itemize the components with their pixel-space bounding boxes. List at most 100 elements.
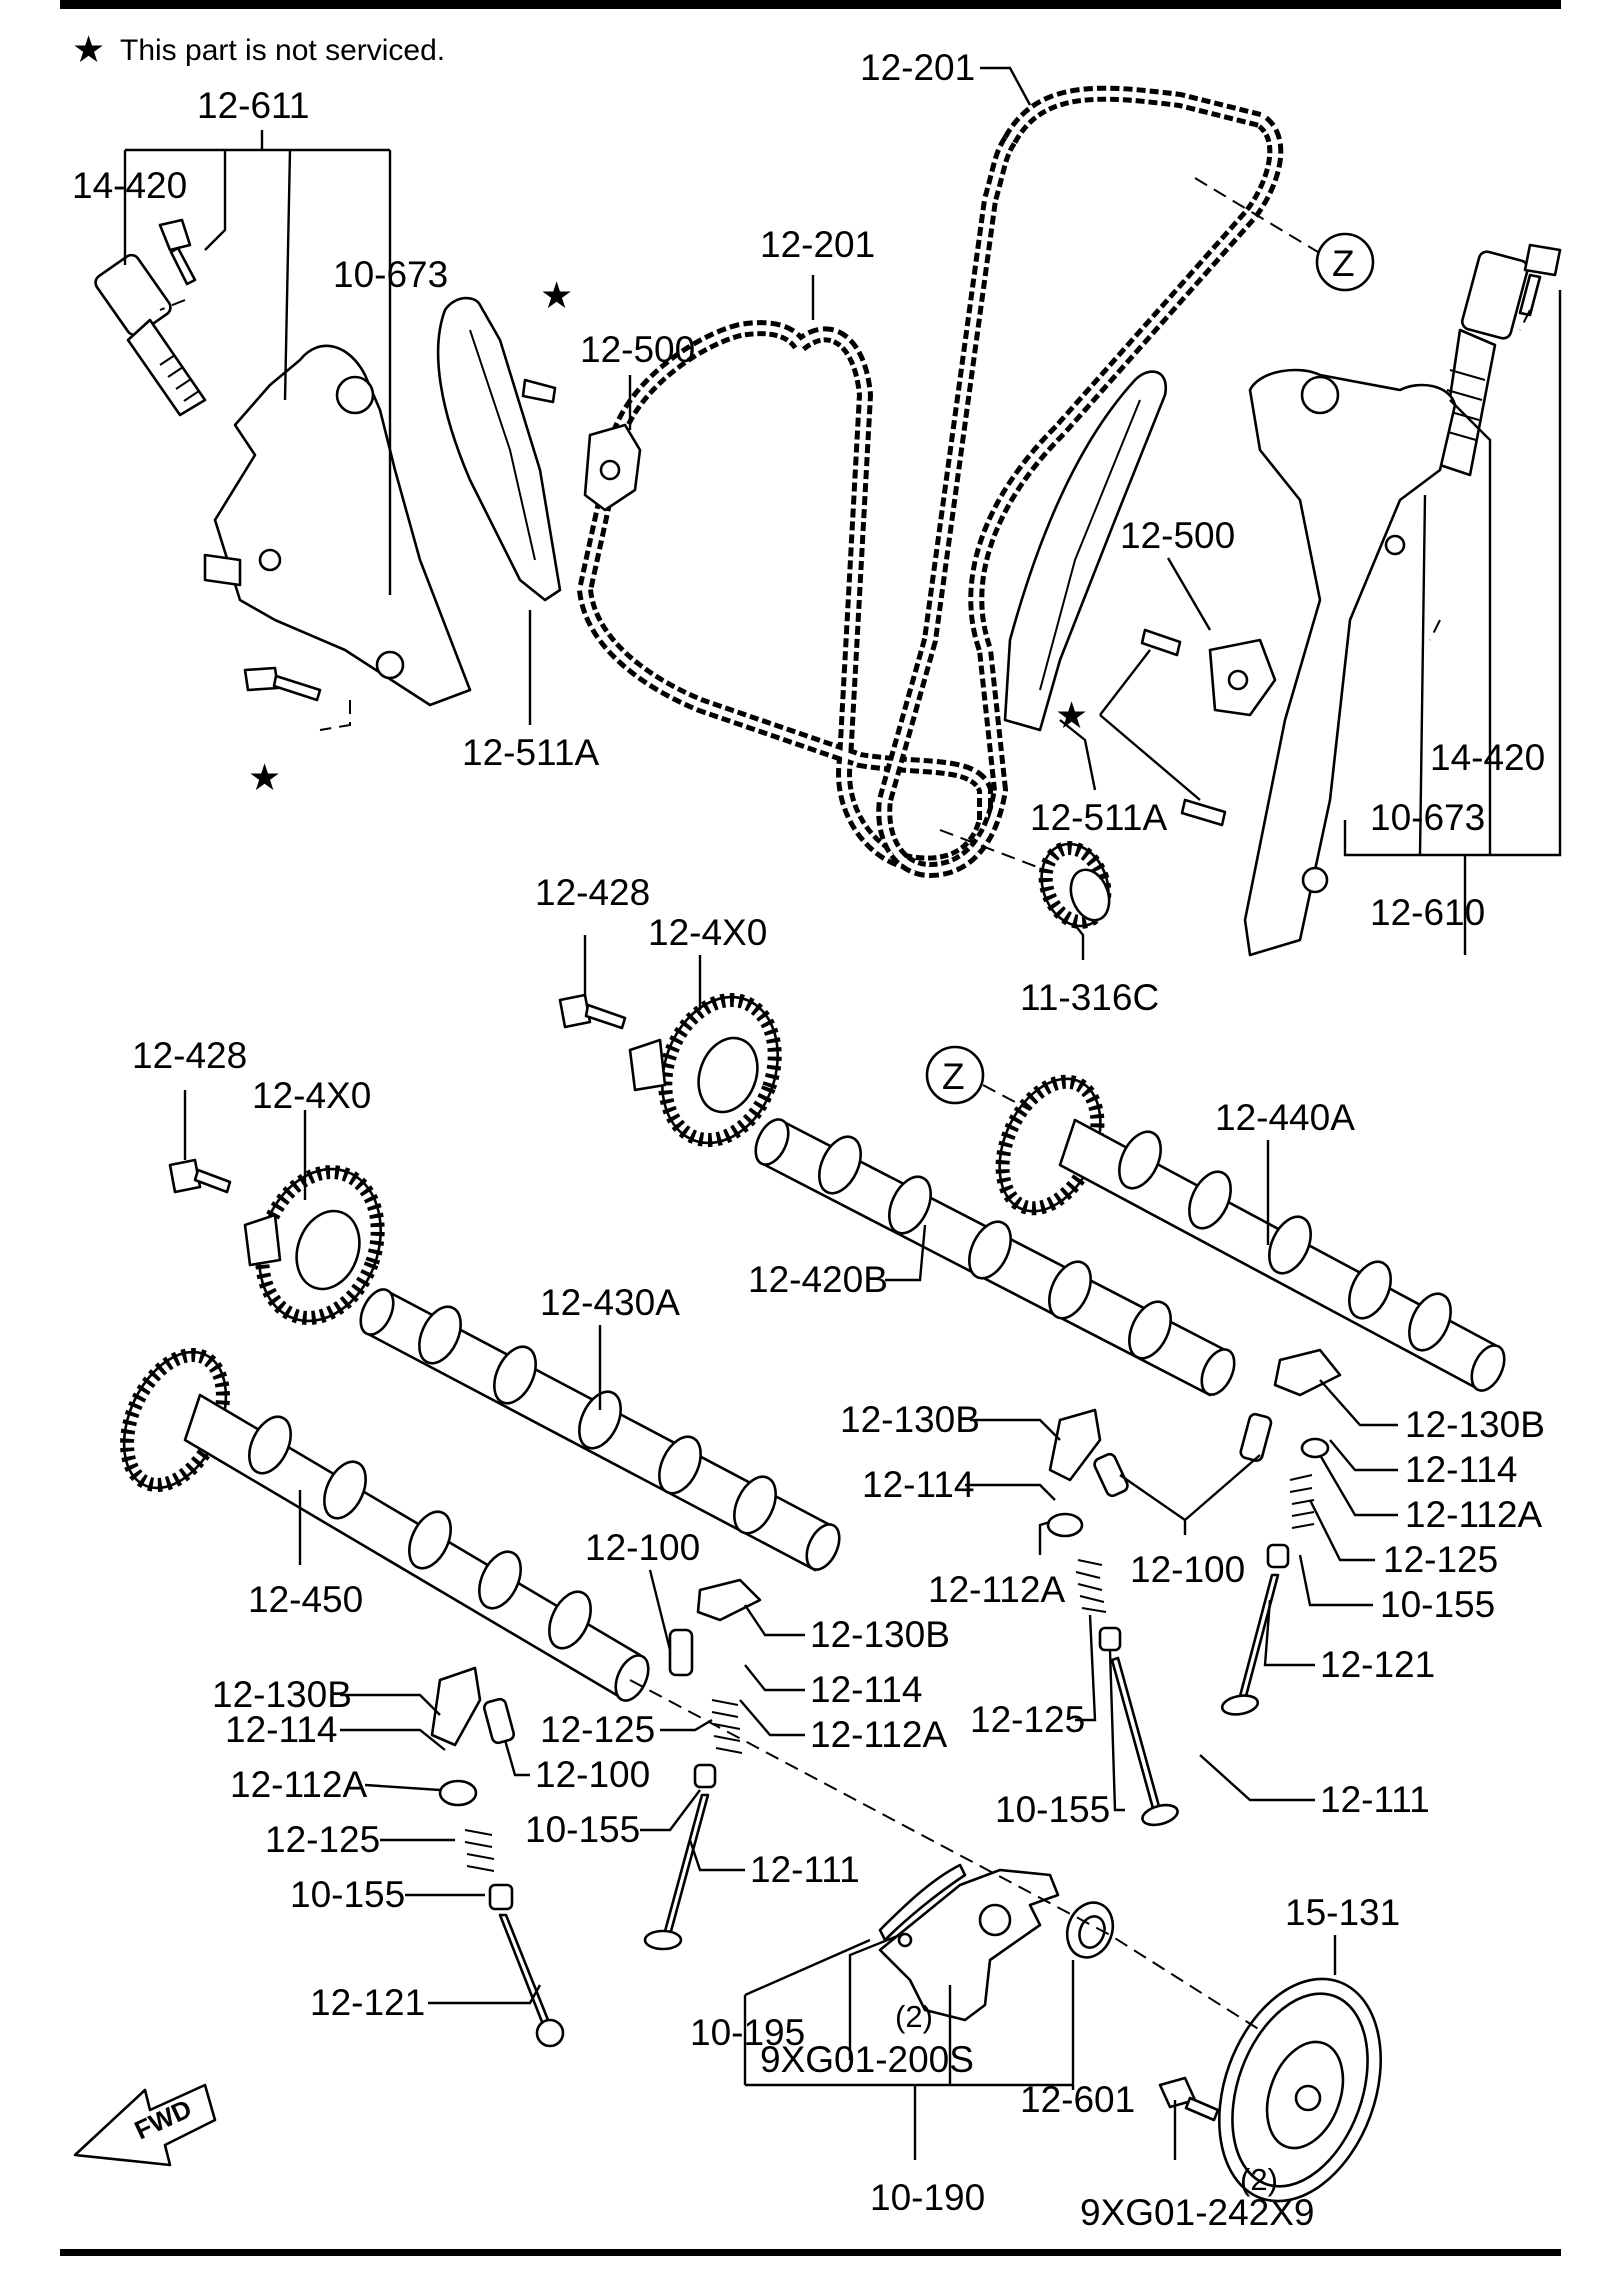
align-line-main	[629, 1679, 1261, 2031]
camshaft-12-430A	[359, 1288, 841, 1572]
lash-adjuster-left-1	[668, 1628, 694, 1677]
align-line-right-bolt	[1429, 309, 1531, 641]
label-14-420-left: 14-420	[72, 165, 187, 206]
spring-seat-left	[438, 1779, 478, 1807]
ref-mark-z-lower-text: Z	[942, 1056, 965, 1097]
label-10-155-left-2: 10-155	[290, 1874, 405, 1915]
label-14-420-right: 14-420	[1430, 737, 1545, 778]
chain-guide-right	[1003, 370, 1168, 732]
align-line-crank	[939, 829, 1046, 871]
label-10-195: 10-195	[690, 2012, 805, 2053]
label-12-114-left-2: 12-114	[225, 1709, 337, 1750]
valve-right-1	[1110, 1656, 1179, 1827]
ref-mark-z-lower	[925, 1045, 985, 1105]
crankshaft-sprocket	[1038, 841, 1112, 929]
align-line-z-upper	[1194, 177, 1319, 253]
label-12-201-upper: 12-201	[860, 47, 975, 88]
label-12-450: 12-450	[248, 1579, 363, 1620]
label-10-673-right: 10-673	[1370, 797, 1485, 838]
label-12-125-left-2: 12-125	[265, 1819, 380, 1860]
label-12-428-upper: 12-428	[535, 872, 650, 913]
label-12-112A-right-2: 12-112A	[1405, 1494, 1542, 1535]
align-line-left-bolt	[159, 299, 351, 731]
label-12-500-left: 12-500	[580, 329, 695, 370]
label-12-121-right: 12-121	[1320, 1644, 1435, 1685]
tensioner-left	[521, 378, 642, 512]
label-12-130B-right-1: 12-130B	[840, 1399, 980, 1440]
top-border	[60, 0, 1561, 9]
label-10-155-right-1: 10-155	[995, 1789, 1110, 1830]
label-12-111-right: 12-111	[1320, 1779, 1430, 1820]
fwd-arrow-icon: FWD	[73, 2083, 217, 2167]
dowel-pin-left	[897, 1932, 913, 1948]
label-10-155-right-2: 10-155	[1380, 1584, 1495, 1625]
label-12-112A-left-2: 12-112A	[230, 1764, 367, 1805]
label-12-130B-left-1: 12-130B	[810, 1614, 950, 1655]
camshaft-12-450	[120, 1347, 650, 1702]
oil-control-valve-left	[94, 253, 207, 417]
label-9XG01-200S: 9XG01-200S	[760, 2039, 974, 2080]
label-12-440A: 12-440A	[1215, 1097, 1355, 1138]
label-12-112A-left-1: 12-112A	[810, 1714, 947, 1755]
label-12-125-right-2: 12-125	[1383, 1539, 1498, 1580]
label-12-601: 12-601	[1020, 2079, 1135, 2120]
crankshaft-pulley-15-131	[1217, 1977, 1383, 2203]
label-12-611: 12-611	[197, 85, 309, 126]
label-12-4X0-upper: 12-4X0	[648, 912, 767, 953]
camshaft-12-420B	[754, 1118, 1236, 1397]
valve-spring-left	[464, 1699, 743, 1872]
label-12-114-right-1: 12-114	[862, 1464, 974, 1505]
pulley-bolt	[1158, 2076, 1220, 2122]
label-12-114-left-1: 12-114	[810, 1669, 922, 1710]
align-line-z-lower	[982, 1084, 1031, 1111]
label-12-111-left: 12-111	[750, 1849, 860, 1890]
star-symbol: ★	[72, 29, 105, 70]
rocker-arm-right-1	[1273, 1348, 1342, 1397]
tensioner-right	[1140, 628, 1277, 827]
not-serviced-note: This part is not serviced.	[120, 34, 445, 67]
valve-left-1	[643, 1793, 710, 1951]
lash-adjuster-left-2	[482, 1697, 516, 1745]
star-bolt-left-top: ★	[540, 275, 573, 316]
lash-adjuster-right-2	[1239, 1412, 1273, 1463]
label-9XG01-242X9: 9XG01-242X9	[1080, 2192, 1315, 2233]
label-12-125-right-1: 12-125	[970, 1699, 1085, 1740]
label-12-100-right: 12-100	[1130, 1549, 1245, 1590]
valve-left-2	[498, 1913, 565, 2048]
label-15-131: 15-131	[1285, 1892, 1400, 1933]
camshaft-12-440A	[995, 1074, 1506, 1392]
oil-control-valve-right	[1438, 250, 1530, 477]
label-12-201-lower: 12-201	[760, 224, 875, 265]
label-10-673-left: 10-673	[333, 254, 448, 295]
label-12-125-left-1: 12-125	[540, 1709, 655, 1750]
gasket-10-195	[878, 1863, 967, 1942]
label-12-420B: 12-420B	[748, 1259, 888, 1300]
rocker-arm-right-2	[1048, 1408, 1102, 1482]
label-12-100-left-1: 12-100	[585, 1527, 700, 1568]
ref-mark-z-upper	[1315, 232, 1375, 292]
qty-9XG01-200S: (2)	[895, 1999, 933, 2034]
bolt-12-428-upper	[558, 993, 627, 1030]
bolt-12-428-lower	[168, 1158, 232, 1194]
star-bolt-left-bottom: ★	[248, 757, 281, 798]
vvt-sprocket-lower	[243, 1165, 385, 1325]
vvt-sprocket-upper	[628, 993, 782, 1147]
valve-right-2	[1220, 1573, 1280, 1716]
tensioner-bracket-left	[203, 344, 472, 707]
label-12-100-left-2: 12-100	[535, 1754, 650, 1795]
timing-chain-inner	[577, 320, 993, 872]
bottom-border	[60, 2249, 1561, 2256]
valve-spring-seat-right-1	[1046, 1437, 1330, 1538]
label-12-130B-left-2: 12-130B	[212, 1674, 352, 1715]
label-12-114-right-2: 12-114	[1405, 1449, 1517, 1490]
valve-spring-right-1	[1075, 1474, 1315, 1613]
part-labels: 12-611 14-420 10-673 12-500 12-511A 12-2…	[72, 47, 1545, 2233]
label-12-112A-right-1: 12-112A	[928, 1569, 1065, 1610]
bolt-right-top	[1518, 243, 1562, 317]
valve-stem-seal-left	[488, 1763, 717, 1911]
bolt-left-bottom	[243, 666, 322, 702]
label-10-190: 10-190	[870, 2177, 985, 2218]
ref-mark-z-upper-text: Z	[1332, 243, 1355, 284]
label-12-430A: 12-430A	[540, 1282, 680, 1323]
